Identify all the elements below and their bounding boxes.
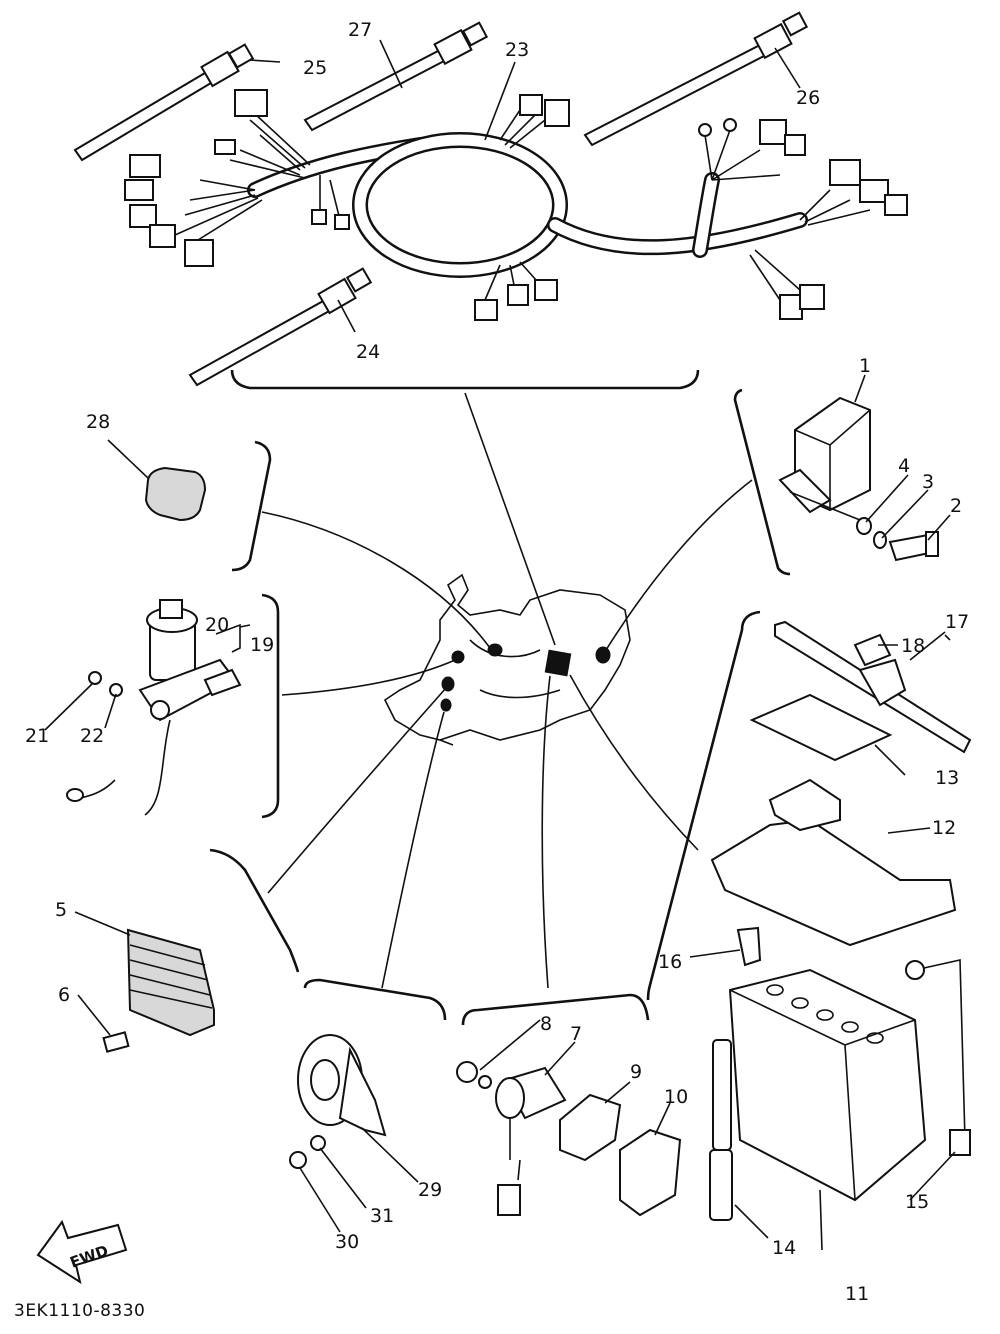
callout-15: 15 — [905, 1191, 929, 1213]
callout-16: 16 — [658, 951, 682, 973]
pointer-lines — [261, 392, 753, 989]
rubber-cap — [144, 440, 272, 572]
fwd-arrow: FWD — [36, 1219, 128, 1285]
callout-22: 22 — [80, 725, 104, 747]
callout-12: 12 — [932, 817, 956, 839]
callout-30: 30 — [335, 1231, 359, 1253]
callout-31: 31 — [370, 1205, 394, 1227]
callout-20: 20 — [205, 614, 229, 636]
callout-18: 18 — [901, 635, 925, 657]
callout-2: 2 — [950, 495, 962, 517]
callout-11: 11 — [845, 1283, 869, 1305]
main-switch — [66, 593, 280, 819]
harness-bracket — [230, 369, 700, 390]
callout-19: 19 — [250, 634, 274, 656]
callout-4: 4 — [898, 455, 910, 477]
callout-24: 24 — [356, 341, 380, 363]
callout-9: 9 — [630, 1061, 642, 1083]
callout-17: 17 — [945, 611, 969, 633]
callout-labels: 1 2 3 4 5 6 7 8 9 10 11 12 13 14 15 16 1… — [25, 19, 969, 1305]
callout-8: 8 — [540, 1013, 552, 1035]
callout-leaders — [44, 39, 956, 1251]
callout-25: 25 — [303, 57, 327, 79]
cable-tie-26 — [583, 11, 809, 147]
horn — [289, 978, 447, 1169]
starter-relay-group — [456, 993, 682, 1217]
callout-13: 13 — [935, 767, 959, 789]
callout-21: 21 — [25, 725, 49, 747]
rectifier-regulator — [102, 848, 300, 1053]
cdi-unit — [733, 388, 939, 576]
battery-group — [646, 610, 972, 1221]
callout-29: 29 — [418, 1179, 442, 1201]
callout-10: 10 — [664, 1086, 688, 1108]
callout-5: 5 — [55, 899, 67, 921]
callout-3: 3 — [922, 471, 934, 493]
callout-14: 14 — [772, 1237, 796, 1259]
callout-1: 1 — [859, 355, 871, 377]
callout-23: 23 — [505, 39, 529, 61]
wire-harness — [124, 89, 908, 321]
drawing-code: 3EK1110-8330 — [14, 1301, 145, 1321]
callout-28: 28 — [86, 411, 110, 433]
callout-7: 7 — [570, 1023, 582, 1045]
callout-27: 27 — [348, 19, 372, 41]
cable-tie-24 — [188, 267, 373, 387]
callout-6: 6 — [58, 984, 70, 1006]
cable-tie-25 — [73, 43, 255, 162]
callout-26: 26 — [796, 87, 820, 109]
